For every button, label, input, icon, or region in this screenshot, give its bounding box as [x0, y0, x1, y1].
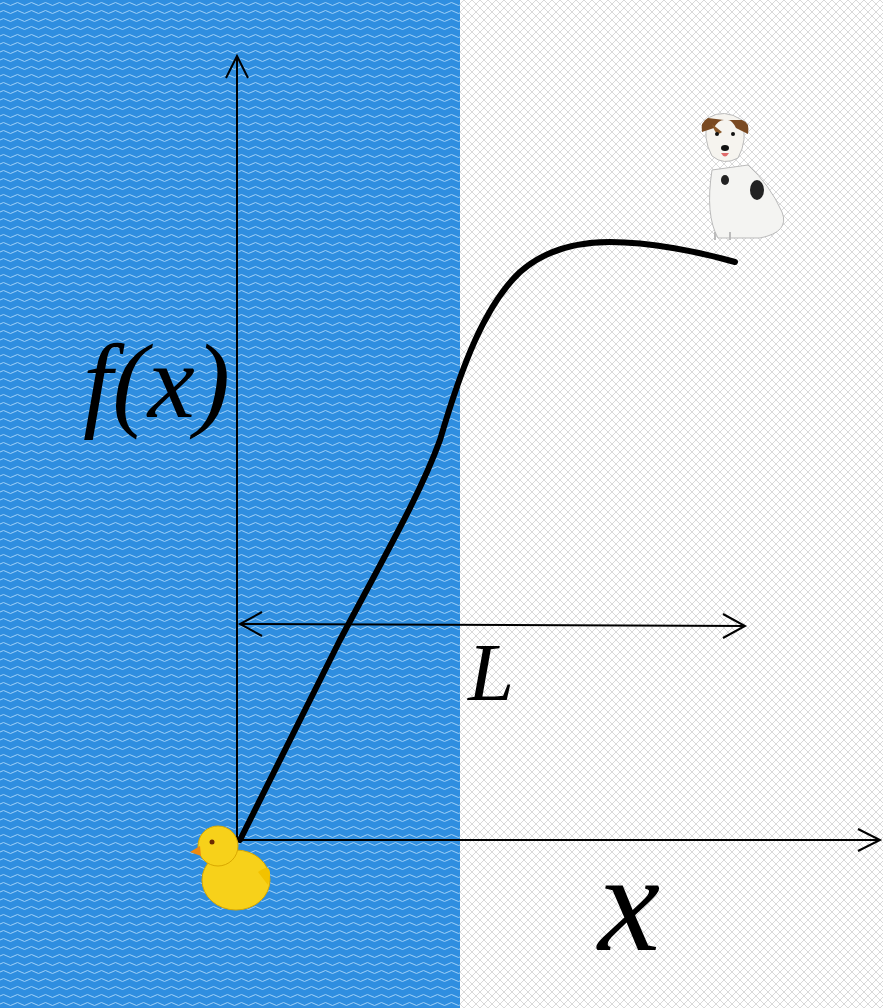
dimension-line	[240, 624, 745, 626]
arrowhead	[240, 612, 262, 636]
x-axis	[237, 839, 880, 841]
arrowhead	[723, 614, 745, 638]
arrowhead	[226, 56, 248, 78]
axis-label: f(x)	[83, 318, 230, 445]
path-curve	[240, 242, 735, 840]
axis-label: x	[598, 861, 660, 945]
y-axis	[236, 56, 238, 842]
dog-figure	[702, 113, 784, 240]
water-region	[0, 0, 460, 1008]
dimension-label: L	[468, 639, 514, 705]
duck-figure	[190, 826, 270, 910]
arrowhead	[858, 829, 880, 851]
